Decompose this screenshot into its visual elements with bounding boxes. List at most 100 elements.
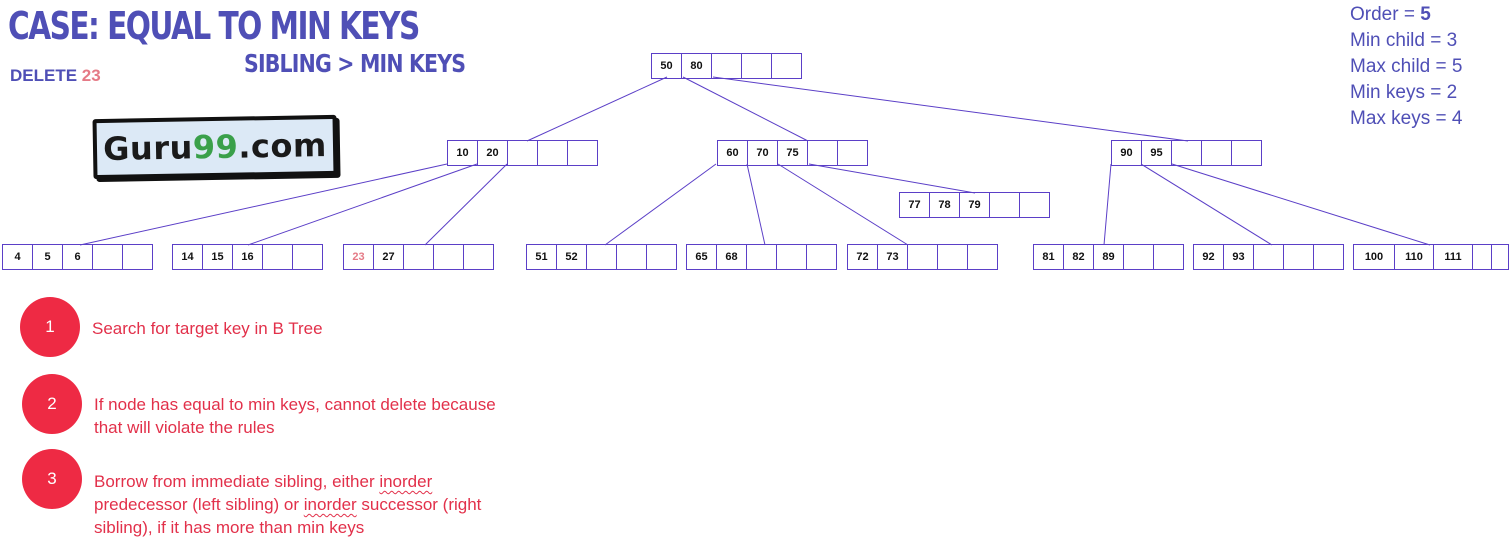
leaf-81-82-89: 81 82 89 — [1033, 244, 1184, 270]
leaf-14-15-16: 14 15 16 — [172, 244, 323, 270]
key-cell — [616, 244, 647, 270]
step-3-circle: 3 — [22, 449, 82, 509]
key-cell: 90 — [1111, 140, 1142, 166]
key-cell — [537, 140, 568, 166]
key-cell — [741, 53, 772, 79]
key-cell: 79 — [959, 192, 990, 218]
leaf-51-52: 51 52 — [526, 244, 677, 270]
page-title: CASE: EQUAL TO MIN KEYS — [8, 4, 420, 48]
edge-node-90-95-to-leaf-92-93 — [1140, 163, 1273, 246]
key-cell — [262, 244, 293, 270]
key-cell: 82 — [1063, 244, 1094, 270]
leaf-92-93: 92 93 — [1193, 244, 1344, 270]
key-cell: 75 — [777, 140, 808, 166]
key-cell — [711, 53, 742, 79]
key-cell: 6 — [62, 244, 93, 270]
key-cell — [1283, 244, 1314, 270]
key-cell: 89 — [1093, 244, 1124, 270]
key-cell — [92, 244, 123, 270]
key-cell — [1171, 140, 1202, 166]
key-cell — [1313, 244, 1344, 270]
key-cell — [907, 244, 938, 270]
key-cell: 80 — [681, 53, 712, 79]
step-2-text: If node has equal to min keys, cannot de… — [94, 395, 496, 437]
key-cell: 95 — [1141, 140, 1172, 166]
node-10-20: 10 20 — [447, 140, 598, 166]
page-subtitle: SIBLING > MIN KEYS — [244, 49, 466, 78]
key-cell: 65 — [686, 244, 717, 270]
leaf-23-27: 23 27 — [343, 244, 494, 270]
key-cell: 110 — [1394, 244, 1434, 270]
key-cell: 72 — [847, 244, 878, 270]
key-cell: 77 — [899, 192, 930, 218]
key-cell: 68 — [716, 244, 747, 270]
step-1-text: Search for target key in B Tree — [92, 319, 323, 338]
key-cell — [837, 140, 868, 166]
key-cell — [292, 244, 323, 270]
node-root: 50 80 — [651, 53, 802, 79]
property-min-keys: Min keys = 2 — [1350, 82, 1458, 103]
leaf-100-110-111: 100 110 111 — [1353, 244, 1509, 270]
node-60-70-75: 60 70 75 — [717, 140, 868, 166]
key-cell: 70 — [747, 140, 778, 166]
edge-node-60-70-75-to-node-77-78-79 — [808, 163, 976, 194]
key-cell — [567, 140, 598, 166]
key-cell — [433, 244, 464, 270]
edge-node-90-95-to-leaf-81-82-89 — [1103, 163, 1112, 246]
key-cell — [806, 244, 837, 270]
key-cell: 100 — [1353, 244, 1395, 270]
key-cell: 51 — [526, 244, 557, 270]
edge-node-90-95-to-leaf-100-110-111 — [1171, 163, 1431, 246]
edge-node-10-20-to-leaf-14-15-16 — [247, 163, 478, 246]
key-cell — [1253, 244, 1284, 270]
key-cell: 15 — [202, 244, 233, 270]
leaf-65-68: 65 68 — [686, 244, 837, 270]
key-cell: 14 — [172, 244, 203, 270]
delete-label: DELETE 23 — [10, 66, 101, 86]
key-cell — [1153, 244, 1184, 270]
key-cell — [1019, 192, 1050, 218]
key-cell: 52 — [556, 244, 587, 270]
property-order: Order = 5 — [1350, 4, 1431, 25]
key-cell: 92 — [1193, 244, 1224, 270]
key-cell: 78 — [929, 192, 960, 218]
node-77-78-79: 77 78 79 — [899, 192, 1050, 218]
key-cell: 20 — [477, 140, 508, 166]
edge-node-60-70-75-to-leaf-72-73 — [777, 163, 909, 246]
step-1-circle: 1 — [20, 297, 80, 357]
leaf-72-73: 72 73 — [847, 244, 998, 270]
key-cell: 73 — [877, 244, 908, 270]
key-cell — [646, 244, 677, 270]
tree-properties: Order = 5 Min child = 3 Max child = 5 Mi… — [1350, 2, 1462, 132]
leaf-4-5-6: 4 5 6 — [2, 244, 153, 270]
key-cell — [937, 244, 968, 270]
edge-node-10-20-to-leaf-4-5-6 — [79, 163, 448, 246]
key-cell: 50 — [651, 53, 682, 79]
key-cell: 111 — [1433, 244, 1473, 270]
node-90-95: 90 95 — [1111, 140, 1262, 166]
key-cell: 16 — [232, 244, 263, 270]
property-max-child: Max child = 5 — [1350, 56, 1463, 77]
edge-node-60-70-75-to-leaf-51-52 — [604, 163, 717, 246]
edge-root-to-node-10-20 — [526, 76, 668, 142]
delete-key: 23 — [81, 66, 101, 85]
key-cell: 93 — [1223, 244, 1254, 270]
key-cell — [507, 140, 538, 166]
key-cell: 60 — [717, 140, 748, 166]
key-cell: 81 — [1033, 244, 1064, 270]
key-cell — [967, 244, 998, 270]
step-3-text: Borrow from immediate sibling, either in… — [94, 472, 482, 537]
key-cell: 10 — [447, 140, 478, 166]
key-cell — [989, 192, 1020, 218]
key-cell — [1472, 244, 1492, 270]
key-cell — [1201, 140, 1232, 166]
key-cell — [463, 244, 494, 270]
key-cell — [771, 53, 802, 79]
key-cell: 27 — [373, 244, 404, 270]
edge-root-to-node-90-95 — [712, 76, 1189, 142]
key-cell: 5 — [32, 244, 63, 270]
edge-node-60-70-75-to-leaf-65-68 — [746, 163, 766, 246]
property-min-child: Min child = 3 — [1350, 30, 1458, 51]
key-cell — [403, 244, 434, 270]
